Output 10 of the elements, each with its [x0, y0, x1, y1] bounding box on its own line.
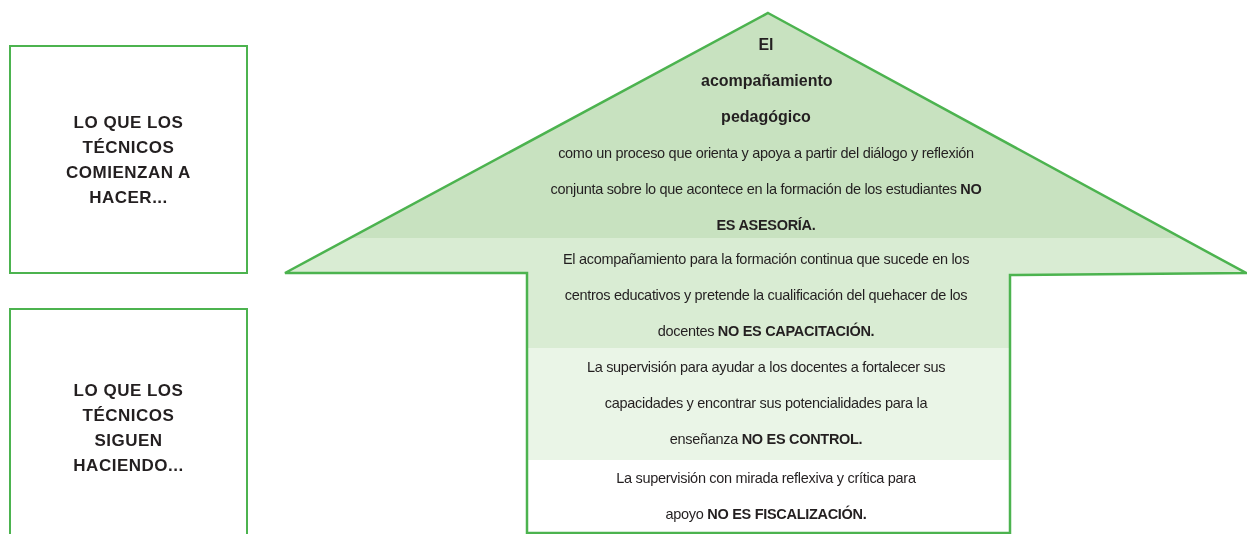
heading-text: El acompañamiento pedagógico: [701, 35, 831, 127]
box-label: LO QUE LOS TÉCNICOS SIGUEN HACIENDO...: [72, 380, 185, 477]
label-box: [9, 45, 248, 274]
body-text: El acompañamiento para la formación continua que sucede en los centros educativos y pretende la cualificación del quehacer de los docentes NO ES CAPACITACIÓN.: [561, 250, 971, 341]
box-label: LO QUE LOS TÉCNICOS COMIENZAN A HACER...: [65, 111, 192, 209]
body-text: como un proceso que orienta y apoya a partir del diálogo y reflexión conjunta sobre lo que acontece en la formación de los estudiantes NO ES ASESORÍA.: [549, 144, 983, 235]
body-text: La supervisión con mirada reflexiva y crítica para apoyo NO ES FISCALIZACIÓN.: [616, 469, 916, 524]
body-text: La supervisión para ayudar a los docentes a fortalecer sus capacidades y encontrar sus potencialidades para la enseñanza NO ES CONTROL.: [585, 358, 947, 449]
up-arrow-shape: [285, 12, 1247, 534]
label-box: [9, 308, 248, 534]
